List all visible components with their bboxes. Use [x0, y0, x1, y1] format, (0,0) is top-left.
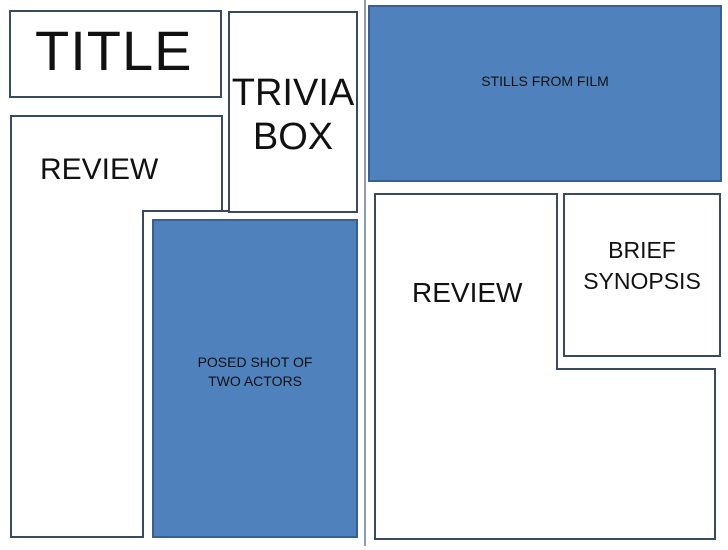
right-review-label: REVIEW: [412, 277, 523, 308]
posed-shot-label: POSED SHOT OF TWO ACTORS: [154, 353, 356, 391]
page-spread-divider: [364, 0, 366, 546]
synopsis-label-line-2: SYNOPSIS: [583, 268, 701, 294]
trivia-label-line-2: BOX: [252, 116, 334, 158]
posed-shot-image-placeholder: POSED SHOT OF TWO ACTORS: [152, 219, 358, 538]
film-stills-label: STILLS FROM FILM: [481, 73, 609, 89]
trivia-box: TRIVIA BOX: [228, 11, 358, 213]
left-review-label: REVIEW: [40, 153, 159, 186]
right-review-notch-edge-horizontal: [556, 368, 716, 370]
right-review-notch-edge-vertical: [556, 193, 558, 370]
posed-shot-label-line-2: TWO ACTORS: [208, 373, 302, 389]
left-review-notch-edge-vertical: [142, 210, 144, 538]
synopsis-label: BRIEF SYNOPSIS: [565, 235, 719, 297]
synopsis-box: BRIEF SYNOPSIS: [563, 193, 721, 357]
film-stills-image-placeholder: STILLS FROM FILM: [368, 5, 722, 182]
posed-shot-label-line-1: POSED SHOT OF: [197, 354, 313, 370]
trivia-label: TRIVIA BOX: [230, 71, 356, 159]
trivia-label-line-1: TRIVIA: [231, 72, 355, 114]
title-label: TITLE: [35, 19, 193, 82]
title-box: TITLE: [9, 10, 222, 98]
synopsis-label-line-1: BRIEF: [608, 237, 676, 263]
left-review-notch-edge: [142, 210, 228, 212]
